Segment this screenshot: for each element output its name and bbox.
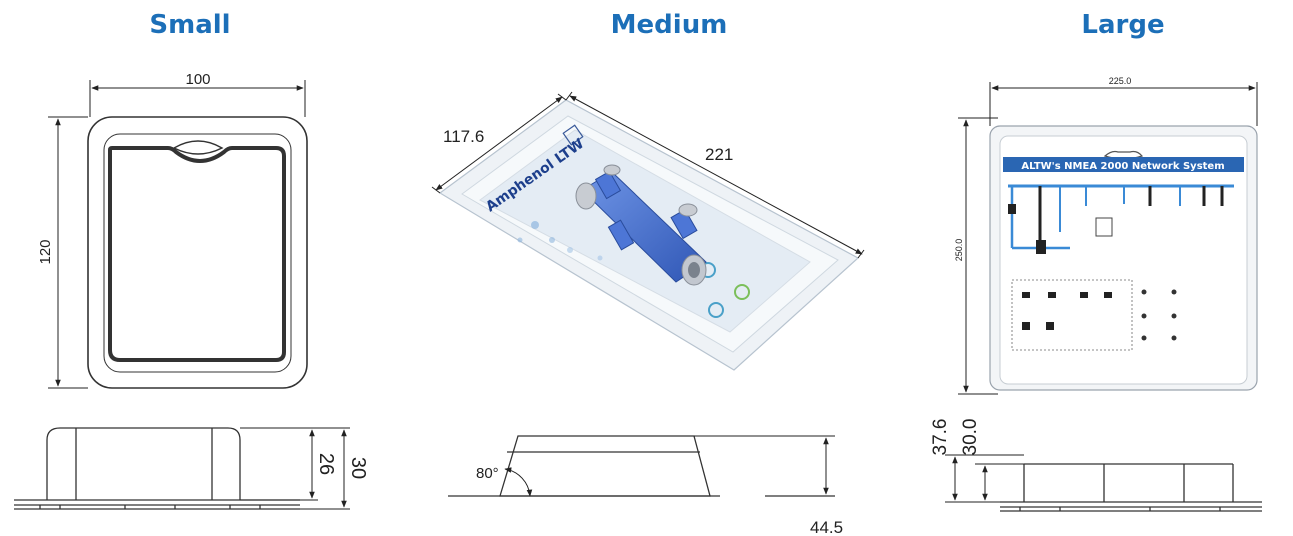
- large-side-view: [1000, 463, 1262, 512]
- small-width-label: 100: [185, 71, 210, 88]
- large-height-dimension: [958, 117, 998, 395]
- medium-depth-label: 117.6: [443, 127, 484, 146]
- header-large: Large: [1081, 10, 1165, 40]
- small-depth-dimensions: [240, 427, 350, 510]
- large-depth-inner-label: 30.0: [960, 419, 981, 456]
- small-width-dimension: [89, 80, 306, 117]
- medium-angle-label: 80°: [476, 465, 499, 482]
- large-depth-dimensions: [945, 454, 1024, 503]
- large-height-label: 250.0: [954, 239, 964, 262]
- small-height-label: 120: [37, 239, 54, 264]
- medium-height-dimension: [694, 435, 835, 495]
- large-width-dimension: [989, 82, 1258, 126]
- medium-iso-dimensions: [431, 91, 865, 259]
- header-medium: Medium: [610, 10, 728, 40]
- small-depth-outer-label: 30: [347, 457, 369, 479]
- large-card-title: ALTW's NMEA 2000 Network System: [1021, 161, 1224, 172]
- large-product-panel: [1011, 279, 1177, 351]
- medium-length-label: 221: [705, 145, 733, 164]
- large-width-label: 225.0: [1109, 76, 1132, 86]
- medium-height-label: 44.5: [810, 518, 843, 536]
- large-network-diagram: [1008, 184, 1234, 254]
- large-top-view: [989, 125, 1258, 391]
- small-height-dimension: [48, 116, 88, 389]
- large-depth-outer-label: 37.6: [930, 419, 951, 456]
- small-depth-inner-label: 26: [315, 453, 337, 475]
- medium-side-view: [448, 435, 835, 497]
- small-top-view: [87, 116, 308, 389]
- small-side-view: [14, 427, 300, 510]
- header-small: Small: [149, 10, 231, 40]
- medium-angle-dimension: [504, 467, 533, 497]
